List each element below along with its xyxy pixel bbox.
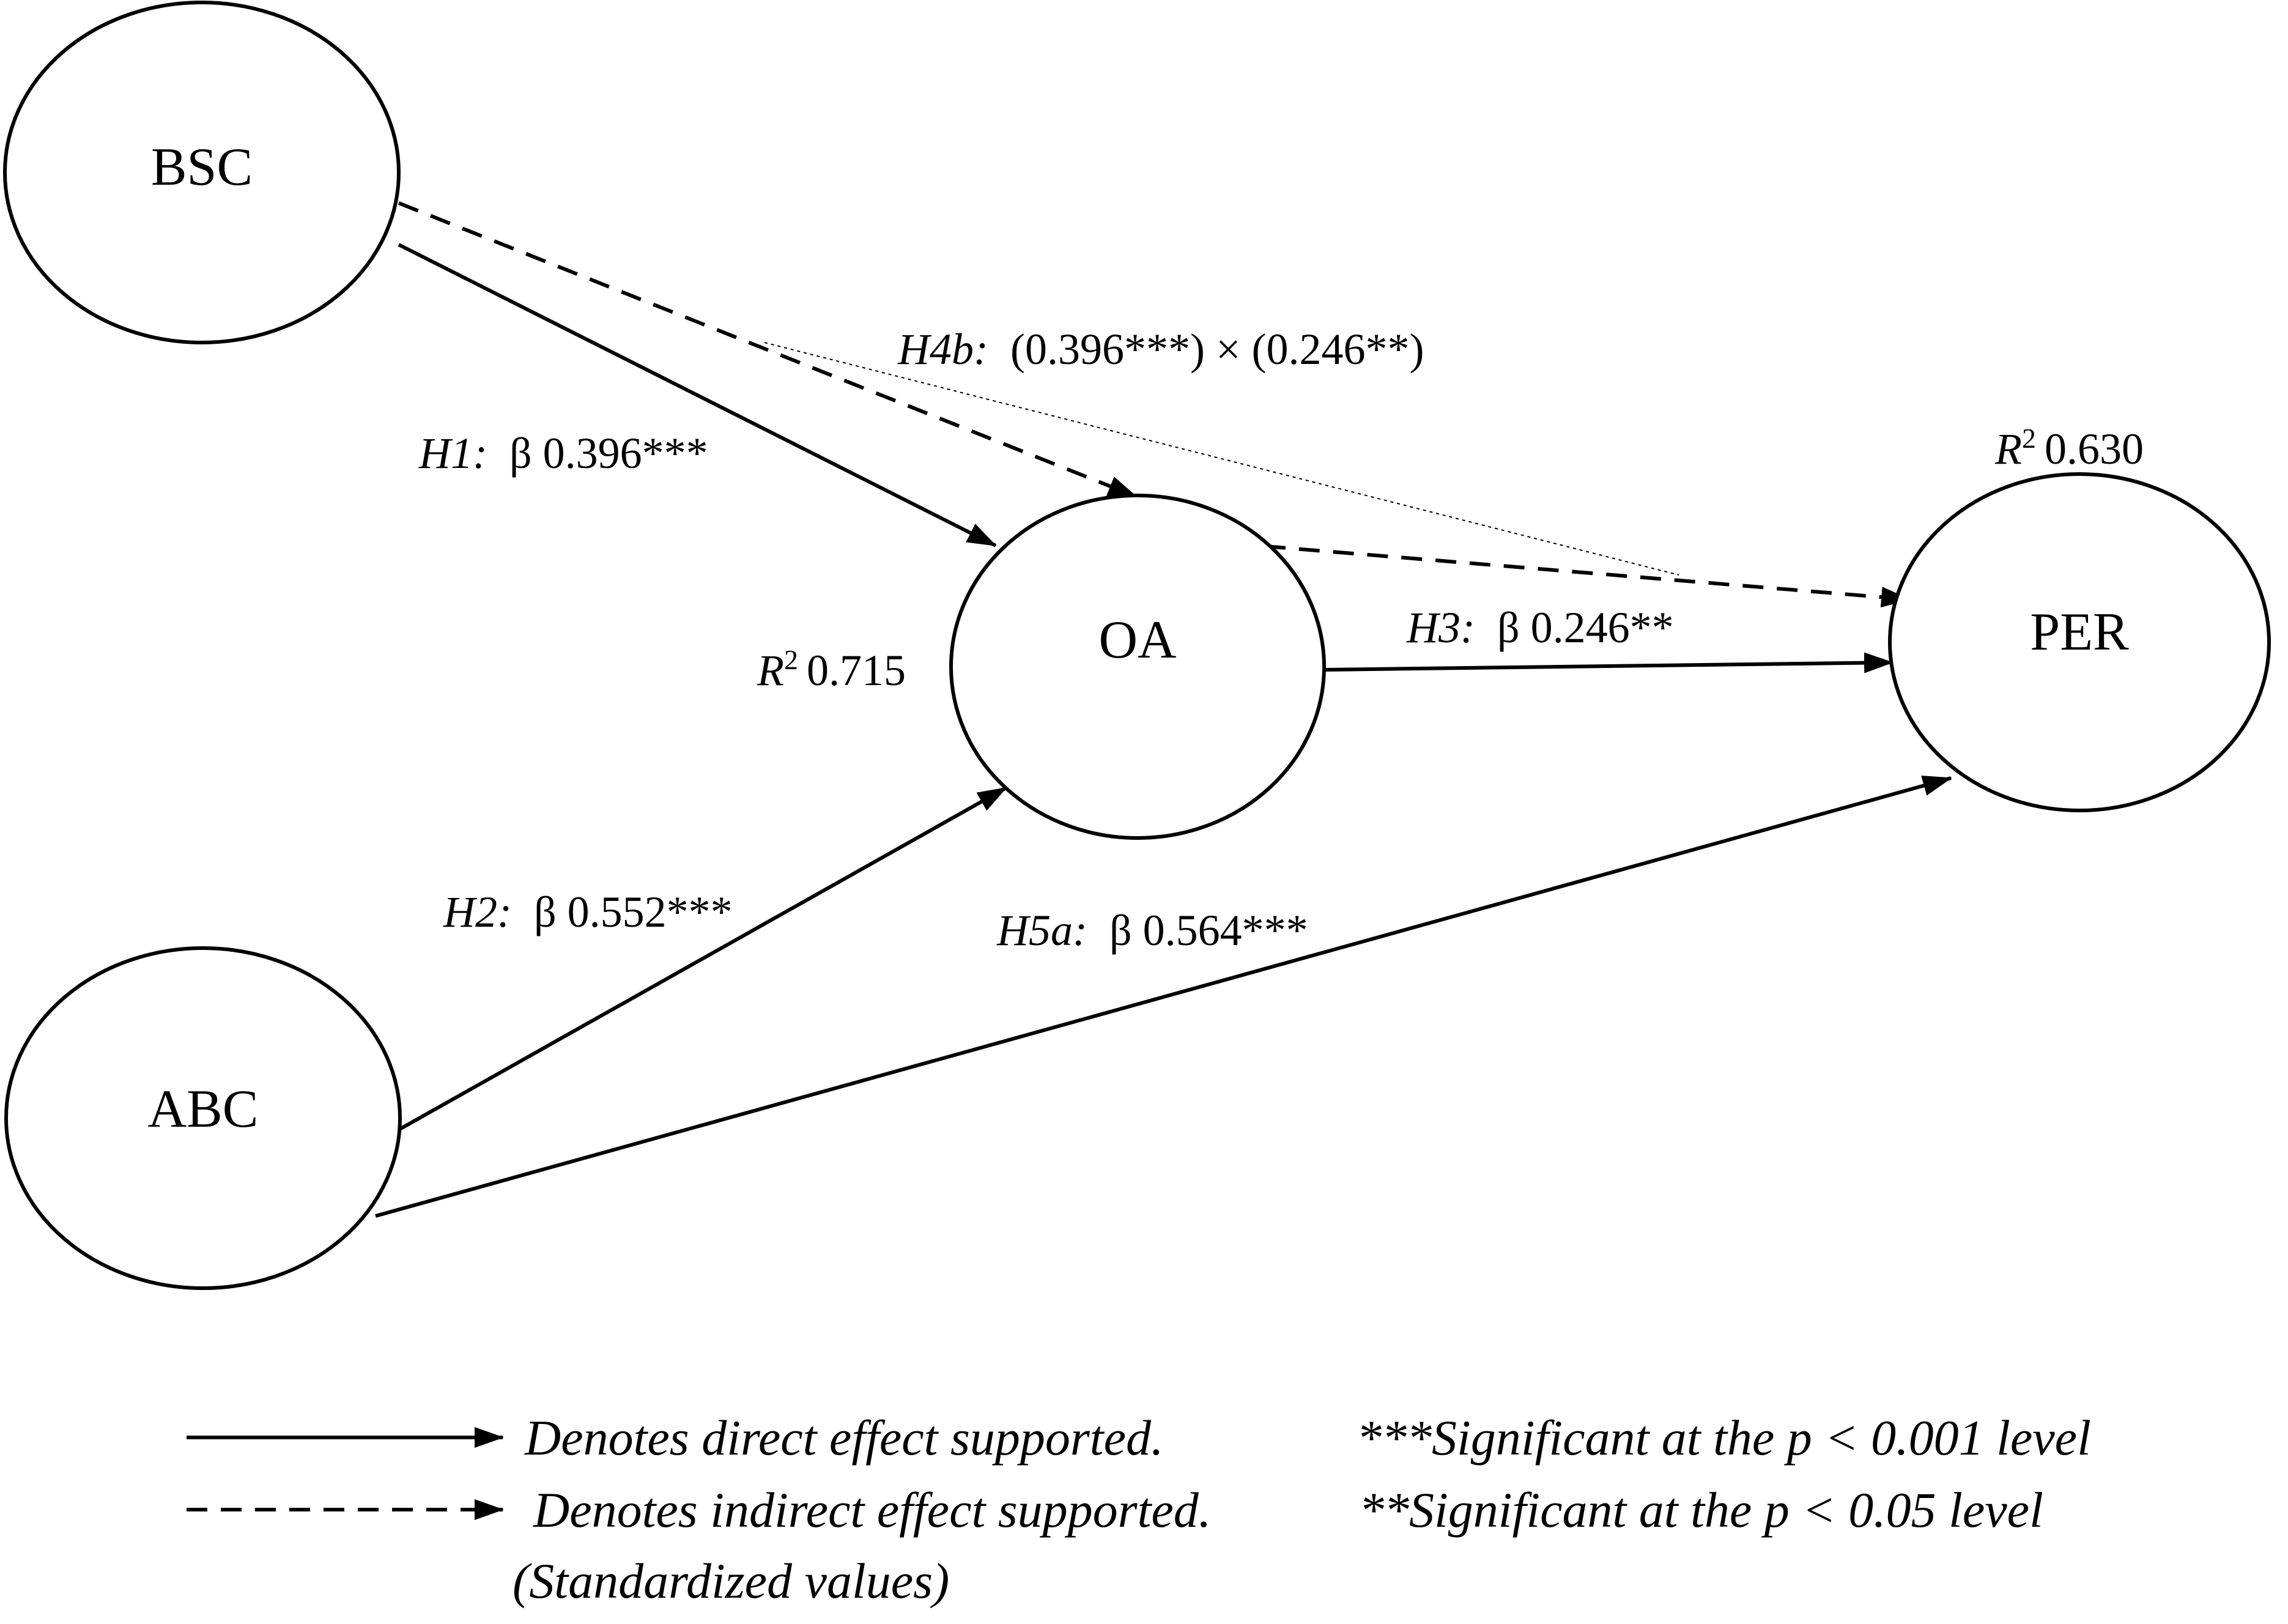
- label-h3-hypothesis: H3:: [1406, 603, 1475, 652]
- label-h4b: H4b: (0.396***) × (0.246**): [897, 325, 1424, 374]
- legend-standardized-text: (Standardized values): [513, 1553, 949, 1609]
- edge-h3-oa-to-per: [1324, 652, 1894, 673]
- r2-oa-symbol: R: [757, 646, 784, 695]
- node-oa: OA: [949, 494, 1326, 840]
- edge-indirect-bsc-to-oa: [398, 201, 1138, 499]
- node-bsc: BSC: [3, 1, 401, 344]
- label-h4b-value: (0.396***) × (0.246**): [1010, 325, 1424, 374]
- node-oa-label: OA: [1098, 610, 1176, 670]
- label-h2-hypothesis: H2:: [443, 888, 512, 936]
- legend-indirect-text: Denotes indirect effect supported.: [533, 1482, 1211, 1538]
- label-h3-value: β 0.246**: [1497, 603, 1674, 652]
- node-bsc-label: BSC: [151, 138, 253, 197]
- label-h3: H3: β 0.246**: [1406, 603, 1674, 652]
- legend-sig-001: ***Significant at the p < 0.001 level: [1357, 1410, 2091, 1466]
- label-h2-value: β 0.552***: [534, 888, 733, 936]
- edge-h5a-abc-to-per: [375, 775, 1952, 1218]
- label-h5a-value: β 0.564***: [1109, 906, 1308, 955]
- r2-per-value: 0.630: [2045, 425, 2144, 473]
- r2-oa-value: 0.715: [807, 646, 906, 695]
- node-abc-label: ABC: [148, 1080, 259, 1139]
- label-r2-oa: R2 0.715: [757, 644, 906, 695]
- r2-oa-exponent: 2: [784, 644, 798, 675]
- label-h1-value: β 0.396***: [509, 429, 708, 478]
- label-r2-per: R2 0.630: [1994, 423, 2144, 473]
- label-h5a: H5a: β 0.564***: [996, 906, 1308, 955]
- label-h2: H2: β 0.552***: [443, 888, 733, 936]
- legend-sig-005: **Significant at the p < 0.05 level: [1359, 1482, 2043, 1538]
- edge-h2-abc-to-oa: [396, 786, 1007, 1132]
- r2-per-symbol: R: [1994, 425, 2022, 473]
- edge-h4b-pointer: [764, 342, 1679, 576]
- label-h5a-hypothesis: H5a:: [996, 906, 1087, 955]
- label-h1: H1: β 0.396***: [418, 429, 708, 478]
- node-abc: ABC: [4, 946, 402, 1290]
- legend-direct-text: Denotes direct effect supported.: [524, 1410, 1163, 1466]
- label-h1-hypothesis: H1:: [418, 429, 487, 478]
- edge-h1-bsc-to-oa: [398, 243, 997, 547]
- node-per-label: PER: [2030, 603, 2129, 662]
- node-per: PER: [1888, 472, 2271, 812]
- r2-per-exponent: 2: [2022, 423, 2036, 454]
- label-h4b-hypothesis: H4b:: [897, 325, 988, 374]
- edge-indirect-oa-to-per: [1264, 544, 1911, 608]
- legend: Denotes direct effect supported. ***Sign…: [187, 1410, 2091, 1609]
